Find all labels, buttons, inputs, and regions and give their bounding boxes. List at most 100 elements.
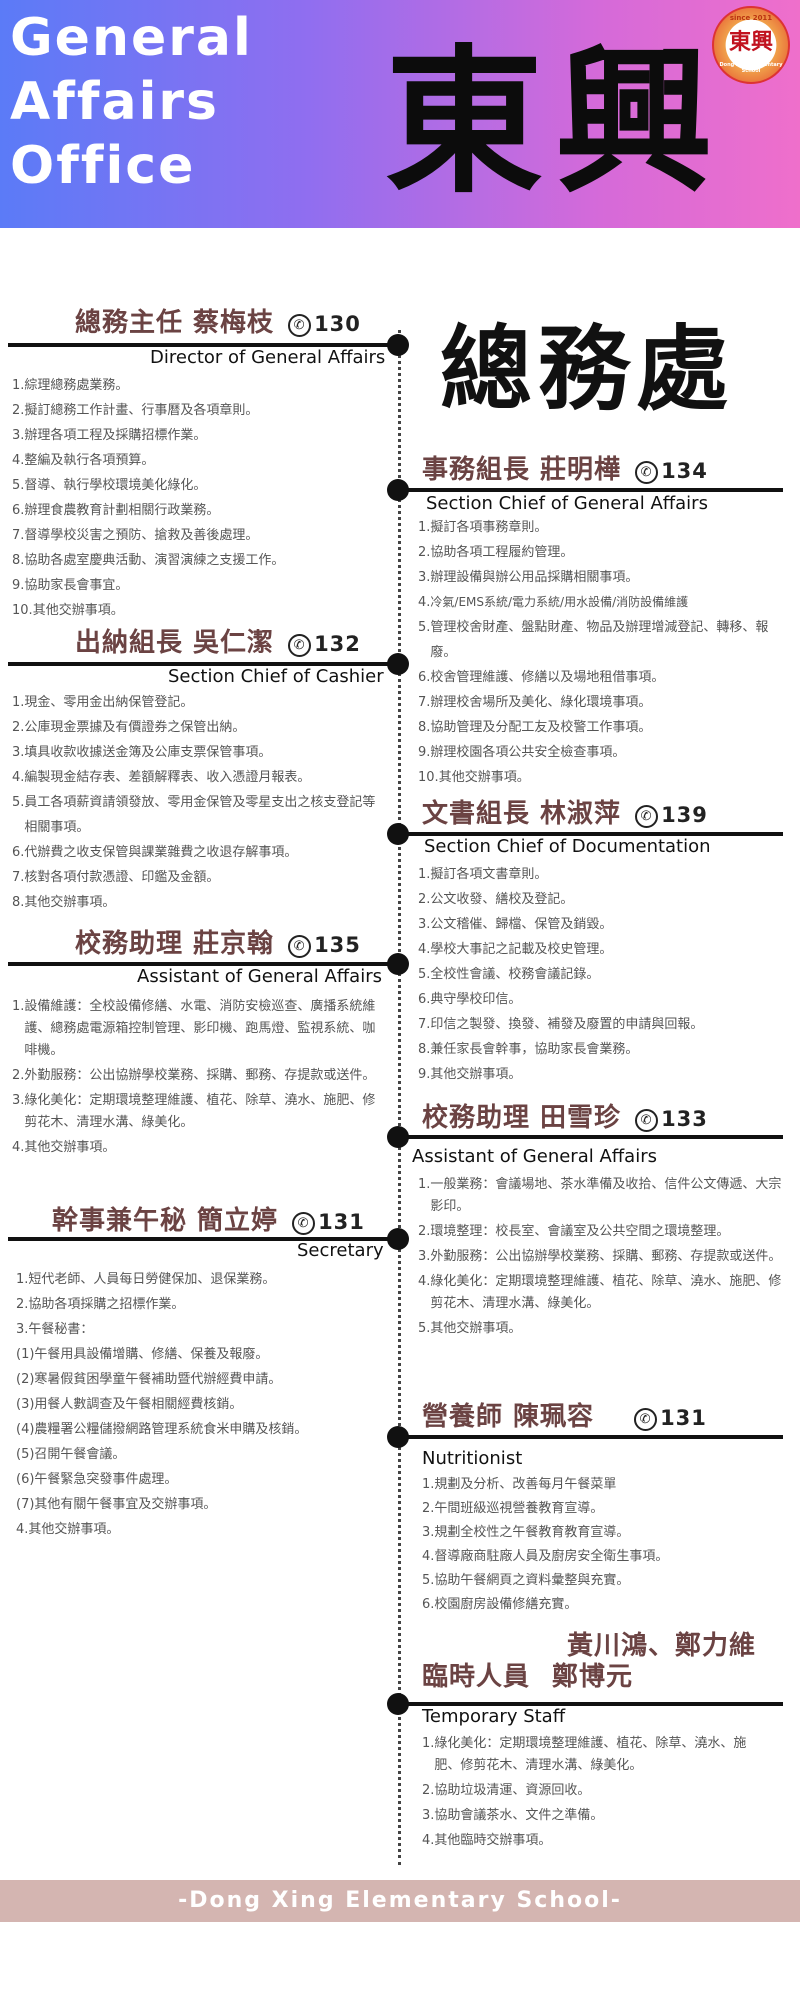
list-item: 2.公庫現金票據及有價證券之保管出納。 (12, 720, 246, 735)
list-item: (1)午餐用具設備增購、修繕、保養及報廢。 (16, 1347, 269, 1362)
list-item: 3.協助會議茶水、文件之準備。 (422, 1808, 604, 1823)
list-item: 4.其他交辦事項。 (16, 1522, 120, 1537)
list-item: 4.整編及執行各項預算。 (12, 453, 155, 468)
list-item: (4)農糧署公糧儲撥網路管理系統食米申購及核銷。 (16, 1422, 308, 1437)
timeline-dot (387, 1126, 409, 1148)
list-item: 7.辦理校舍場所及美化、綠化環境事項。 (418, 695, 652, 710)
affairs-title: 事務組長 莊明樺 ✆134 (422, 449, 708, 486)
list-item: 9.辦理校園各項公共安全檢查事項。 (418, 745, 626, 760)
nutritionist-name: 營養師 陳珮容 (422, 1402, 595, 1432)
timeline-dot (387, 1228, 409, 1250)
nutritionist-title: 營養師 陳珮容✆131 (422, 1396, 707, 1433)
list-item: 1.擬訂各項文書章則。 (418, 867, 548, 882)
list-item: (6)午餐緊急突發事件處理。 (16, 1472, 178, 1487)
phone-icon: ✆ (634, 1408, 658, 1431)
list-item: 8.協助各處室慶典活動、演習演練之支援工作。 (12, 553, 285, 568)
nutritionist-english: Nutritionist (422, 1448, 523, 1469)
list-item: (2)寒暑假貧困學童午餐補助暨代辦經費申請。 (16, 1372, 282, 1387)
timeline-dot (387, 953, 409, 975)
list-item: 5.其他交辦事項。 (418, 1321, 522, 1336)
logo-name: Dong-Xing Elementary School (719, 62, 783, 74)
list-item: 5.全校性會議、校務會議記錄。 (418, 967, 600, 982)
header-banner: General Affairs Office 東興 since 2011 東興 … (0, 0, 800, 228)
secretary-duties: 1.短代老師、人員每日勞健保加、退保業務。 2.協助各項採購之招標作業。 3.午… (16, 1267, 386, 1542)
list-item: 2.公文收發、繕校及登記。 (418, 892, 574, 907)
documentation-divider (398, 832, 783, 836)
secretary-title: 幹事兼午秘 簡立婷✆131 (52, 1200, 365, 1237)
phone-icon: ✆ (288, 314, 312, 337)
affairs-name: 事務組長 莊明樺 (422, 455, 622, 485)
temporary-divider (398, 1702, 783, 1706)
list-item: 8.協助管理及分配工友及校警工作事項。 (418, 720, 652, 735)
list-item: 5.員工各項薪資請領發放、零用金保管及零星支出之核支登記等相關事項。 (12, 795, 376, 835)
phone-icon: ✆ (635, 461, 659, 484)
list-item: 1.綠化美化：定期環境整理維護、植花、除草、澆水、施肥、修剪花木、清理水溝、綠美… (422, 1736, 747, 1773)
list-item: 3.公文稽催、歸檔、保管及銷毀。 (418, 917, 613, 932)
list-item: 6.校園廚房設備修繕充實。 (422, 1597, 578, 1612)
list-item: 5.協助午餐網頁之資料彙整與充實。 (422, 1573, 630, 1588)
list-item: 8.其他交辦事項。 (12, 895, 116, 910)
assistant1-duties: 1.設備維護：全校設備修繕、水電、消防安檢巡查、廣播系統維護、總務處電源箱控制管… (12, 996, 387, 1162)
timeline-axis (398, 330, 401, 1865)
list-item: 7.督導學校災害之預防、搶救及善後處理。 (12, 528, 259, 543)
main-title: 總務處 (440, 315, 735, 423)
documentation-duties: 1.擬訂各項文書章則。 2.公文收發、繕校及登記。 3.公文稽催、歸檔、保管及銷… (418, 862, 778, 1087)
list-item: 1.設備維護：全校設備修繕、水電、消防安檢巡查、廣播系統維護、總務處電源箱控制管… (12, 999, 376, 1058)
documentation-title: 文書組長 林淑萍 ✆139 (422, 793, 708, 830)
assistant2-english: Assistant of General Affairs (412, 1146, 657, 1167)
assistant2-name: 校務助理 田雪珍 (422, 1103, 622, 1133)
temporary-names-line2: 鄭博元 (552, 1662, 634, 1692)
affairs-english: Section Chief of General Affairs (426, 493, 708, 514)
assistant1-name: 校務助理 莊京翰 (75, 929, 275, 959)
list-item: 5.督導、執行學校環境美化綠化。 (12, 478, 207, 493)
cashier-divider (8, 662, 398, 666)
list-item: 7.核對各項付款憑證、印鑑及金額。 (12, 870, 220, 885)
nutritionist-duties: 1.規劃及分析、改善每月午餐菜單 2.午間班級巡視營養教育宣導。 3.規劃全校性… (422, 1473, 777, 1617)
list-item: 9.協助家長會事宜。 (12, 578, 129, 593)
list-item: 4.冷氣/EMS系統/電力系統/用水設備/消防設備維護 (418, 595, 689, 610)
list-item: 4.其他臨時交辦事項。 (422, 1833, 552, 1848)
list-item: 2.擬訂總務工作計畫、行事曆及各項章則。 (12, 403, 259, 418)
phone-icon: ✆ (635, 805, 659, 828)
list-item: 10.其他交辦事項。 (418, 770, 530, 785)
list-item: (7)其他有關午餐事宜及交辦事項。 (16, 1497, 217, 1512)
documentation-phone: ✆139 (635, 803, 708, 828)
list-item: 8.兼任家長會幹事，協助家長會業務。 (418, 1042, 639, 1057)
list-item: 4.其他交辦事項。 (12, 1140, 116, 1155)
school-logo: since 2011 東興 Dong-Xing Elementary Schoo… (712, 6, 790, 84)
list-item: 2.協助垃圾清運、資源回收。 (422, 1783, 591, 1798)
nutritionist-divider (398, 1435, 783, 1439)
phone-icon: ✆ (288, 935, 312, 958)
affairs-duties: 1.擬訂各項事務章則。 2.協助各項工程履約管理。 3.辦理設備與辦公用品採購相… (418, 515, 778, 790)
phone-icon: ✆ (288, 634, 312, 657)
list-item: 1.綜理總務處業務。 (12, 378, 129, 393)
brush-calligraphy-title: 東興 (385, 30, 725, 215)
list-item: 6.校舍管理維護、修繕以及場地租借事項。 (418, 670, 665, 685)
list-item: 6.典守學校印信。 (418, 992, 522, 1007)
list-item: 1.擬訂各項事務章則。 (418, 520, 548, 535)
timeline-dot (387, 1693, 409, 1715)
list-item: 7.印信之製發、換發、補發及廢置的申請與回報。 (418, 1017, 704, 1032)
list-item: 1.短代老師、人員每日勞健保加、退保業務。 (16, 1272, 276, 1287)
affairs-phone: ✆134 (635, 459, 708, 484)
list-item: 4.學校大事記之記載及校史管理。 (418, 942, 613, 957)
assistant2-phone: ✆133 (635, 1107, 708, 1132)
list-item: 3.辦理各項工程及採購招標作業。 (12, 428, 207, 443)
list-item: 6.代辦費之收支保管與課業雜費之收退存解事項。 (12, 845, 298, 860)
documentation-english: Section Chief of Documentation (424, 836, 711, 857)
list-item: 2.環境整理：校長室、會議室及公共空間之環境整理。 (418, 1224, 730, 1239)
temporary-names-line1: 黃川鴻、鄭力維 (567, 1631, 757, 1661)
director-name: 總務主任 蔡梅枝 (75, 308, 275, 338)
temporary-label: 臨時人員 (422, 1662, 531, 1692)
office-title: General Affairs Office (10, 6, 310, 198)
cashier-phone: ✆132 (288, 632, 361, 657)
documentation-name: 文書組長 林淑萍 (422, 799, 622, 829)
list-item: 2.協助各項工程履約管理。 (418, 545, 574, 560)
list-item: 3.午餐秘書： (16, 1322, 94, 1337)
temporary-english: Temporary Staff (422, 1706, 566, 1727)
list-item: 3.辦理設備與辦公用品採購相關事項。 (418, 570, 639, 585)
temporary-duties: 1.綠化美化：定期環境整理維護、植花、除草、澆水、施肥、修剪花木、清理水溝、綠美… (422, 1733, 757, 1855)
assistant2-title: 校務助理 田雪珍 ✆133 (422, 1097, 708, 1134)
list-item: 3.外勤服務：公出協辦學校業務、採購、郵務、存提款或送件。 (418, 1249, 782, 1264)
footer-banner: -Dong Xing Elementary School- (0, 1880, 800, 1922)
